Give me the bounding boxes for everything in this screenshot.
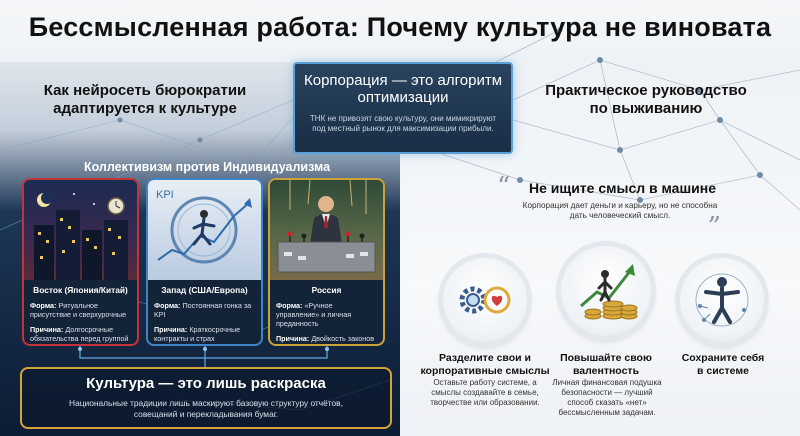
valence-circle: [561, 246, 651, 336]
tip-1-title: Разделите свои и корпоративные смыслы: [420, 352, 550, 377]
tip-2-text: Личная финансовая подушка безопасности —…: [552, 378, 662, 417]
quote-close-icon: „: [708, 196, 722, 226]
tip-1-text: Оставьте работу системе, а смыслы создав…: [430, 378, 540, 407]
card-east: Восток (Япония/Китай) Форма: Ритуальное …: [22, 178, 139, 346]
west-kpi-illustration: KPI: [148, 180, 261, 280]
corporation-text: ТНК не привозят свою культуру, они мимик…: [309, 114, 497, 133]
page-title: Бессмысленная работа: Почему культура не…: [28, 12, 772, 42]
card-east-reason: Долгосрочные обязательства перед группой: [30, 325, 129, 343]
gear-heart-icon: [459, 286, 511, 314]
person-network-icon: [695, 273, 749, 327]
separate-meanings-circle: [443, 258, 527, 342]
corporation-title: Корпорация — это алгоритм оптимизации: [303, 72, 503, 106]
culture-box: Культура — это лишь раскраска Национальн…: [20, 367, 392, 429]
east-city-illustration: [24, 180, 137, 280]
card-west: KPI Запад (США/Европа) Форма: Постоянная…: [146, 178, 263, 346]
city-night-icon: [34, 192, 128, 280]
machine-title: Не ищите смысл в машине: [529, 180, 716, 196]
control-panel-icon: [277, 180, 376, 273]
machine-text: Корпорация дает деньги и карьеру, но не …: [522, 201, 718, 220]
card-west-reason: Краткосрочные контракты и страх увольнен…: [154, 325, 241, 344]
card-west-form: Постоянная гонка за KPI: [154, 301, 252, 319]
russia-control-illustration: [270, 180, 383, 280]
culture-text: Национальные традиции лишь маскируют баз…: [69, 398, 343, 419]
quote-open-icon: “: [497, 172, 511, 202]
tip-3-title: Сохраните себя в системе: [681, 352, 765, 377]
kpi-label: KPI: [156, 189, 174, 201]
collectivism-title: Коллективизм против Индивидуализма: [83, 160, 331, 174]
title-band: [0, 0, 800, 62]
card-east-form: Ритуальное присутствие и сверхурочные: [30, 301, 127, 319]
right-heading: Практическое руководство по выживанию: [545, 82, 747, 117]
card-east-name: Восток (Япония/Китай): [33, 285, 128, 295]
card-russia-name: Россия: [311, 285, 342, 295]
culture-title: Культура — это лишь раскраска: [86, 375, 326, 392]
tip-2-title: Повышайте свою валентность: [560, 352, 652, 377]
left-heading: Как нейросеть бюрократии адаптируется к …: [43, 82, 247, 117]
card-russia-reason: Двойкость законов и решающее значение св…: [276, 334, 376, 344]
preserve-self-circle: [680, 258, 764, 342]
card-russia: Россия Форма: «Ручное управление» и личн…: [268, 178, 385, 346]
corporation-box: Корпорация — это алгоритм оптимизации ТН…: [293, 62, 513, 154]
card-russia-form: «Ручное управление» и личная преданность: [276, 301, 352, 328]
kpi-runner-icon: KPI: [156, 189, 252, 264]
coins-growth-icon: [580, 264, 638, 320]
card-west-name: Запад (США/Европа): [161, 285, 248, 295]
